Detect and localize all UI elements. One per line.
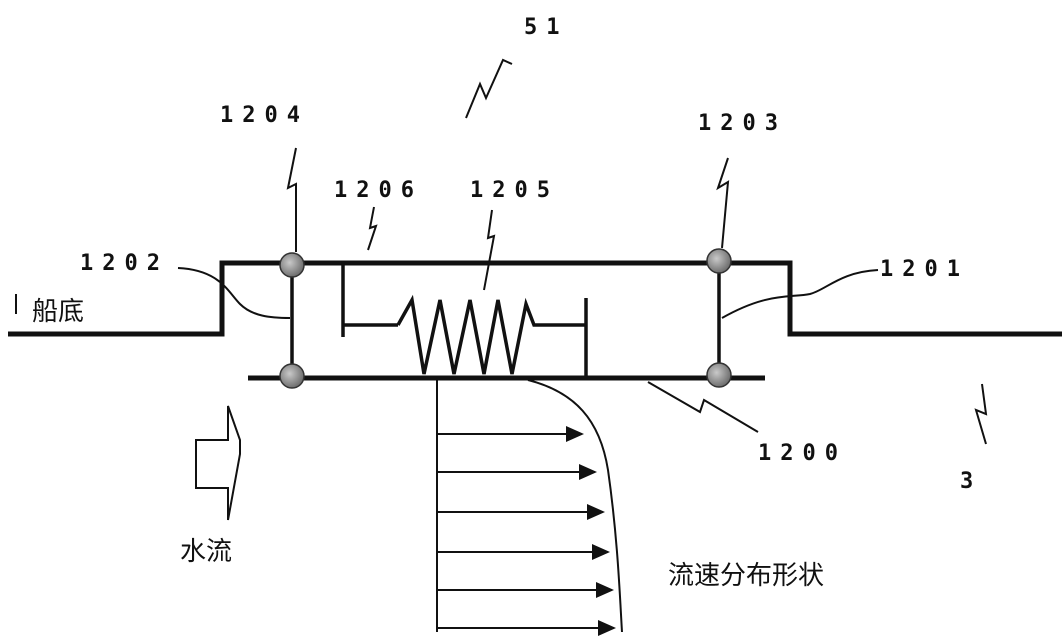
leader-1204 — [286, 147, 297, 252]
hull-bottom-label: 船底 — [32, 297, 84, 327]
ref-label-51: 51 — [524, 15, 569, 40]
ref-label-1202: 1202 — [80, 251, 169, 276]
ref-label-1204: 1204 — [220, 103, 309, 128]
water-flow-arrow — [195, 405, 241, 521]
damper-arm — [341, 262, 398, 337]
velocity-arrows — [438, 426, 616, 636]
spring-coil — [396, 294, 586, 375]
ref-label-1200: 1200 — [758, 441, 847, 466]
hull-bottom-outline — [8, 260, 1062, 337]
pin-joint-upper-left — [279, 252, 305, 278]
ref-label-1205: 1205 — [470, 178, 559, 203]
leader-1205 — [483, 209, 496, 291]
water-flow-label: 水流 — [180, 537, 232, 567]
ref-label-3: 3 — [960, 469, 982, 494]
pin-joint-lower-right — [706, 362, 732, 388]
pin-joint-upper-right — [706, 248, 732, 274]
leader-1203 — [716, 157, 730, 249]
ref-label-1203: 1203 — [698, 111, 787, 136]
ref-label-1206: 1206 — [334, 178, 423, 203]
ref-label-1201: 1201 — [880, 257, 969, 282]
leader-51 — [465, 58, 513, 119]
leader-1201 — [721, 269, 879, 319]
velocity-profile-curve — [527, 379, 623, 633]
leader-3 — [974, 383, 988, 445]
velocity-profile-label: 流速分布形状 — [668, 561, 824, 591]
pin-joint-lower-left — [279, 363, 305, 389]
leader-1202 — [177, 267, 291, 319]
leader-1200 — [647, 381, 759, 433]
leader-1206 — [367, 206, 378, 251]
